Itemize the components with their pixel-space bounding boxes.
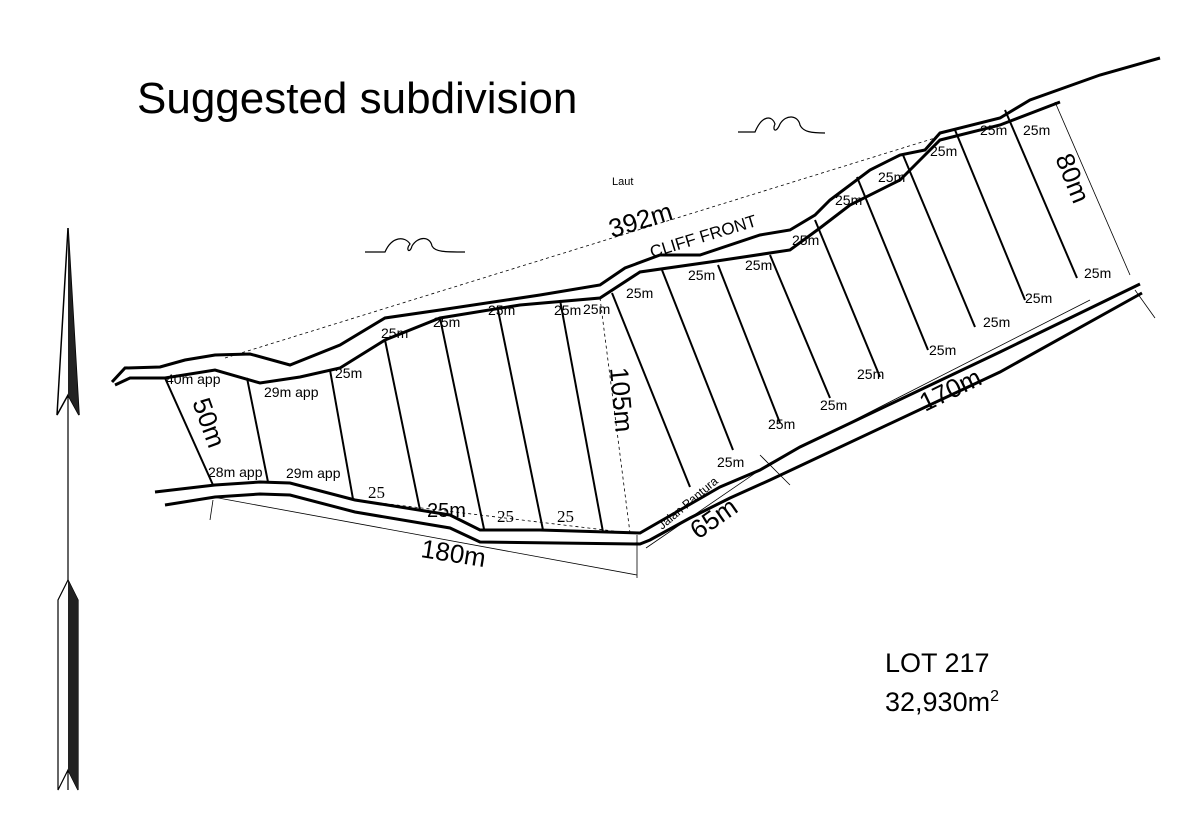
- lot-label: 25m: [745, 257, 772, 273]
- dimension-105m: 105m: [604, 366, 640, 433]
- lot-label: 25m: [835, 192, 862, 208]
- sea-waves-icon: [365, 116, 826, 253]
- bottom-lot-labels: 28m app 29m app 25 25m 25 25 25m 25m 25m…: [208, 265, 1111, 526]
- sea-label: Laut: [612, 176, 633, 188]
- lot-label: 25m: [980, 122, 1007, 138]
- lot-label: 25m: [583, 301, 610, 317]
- road-upper-line: [154, 282, 1141, 535]
- lot-label: 25m: [878, 169, 905, 185]
- lot-label: 25m: [929, 342, 956, 358]
- lot-label: 29m app: [286, 465, 341, 481]
- lot-number: LOT 217: [885, 648, 990, 678]
- lot-label: 28m app: [208, 464, 263, 480]
- lot-label: 25m: [335, 365, 362, 381]
- lot-label: 25m: [857, 366, 884, 382]
- dimension-170m: 170m: [914, 362, 986, 417]
- lot-label: 25m: [488, 302, 515, 318]
- lot-label: 25m: [768, 416, 795, 432]
- lot-area: 32,930m: [885, 687, 991, 717]
- lot-label: 25m: [717, 454, 744, 470]
- lot-label: 25m: [1025, 290, 1052, 306]
- lot-area-unit-exponent: 2: [990, 688, 999, 705]
- north-arrow-icon: [56, 227, 80, 791]
- lot-label: 40m app: [166, 371, 221, 387]
- frontage-dimension-line: [224, 137, 936, 359]
- lot-label: 25m: [427, 500, 466, 522]
- lot-label: 25: [368, 483, 385, 502]
- lot-label: 25: [557, 507, 574, 526]
- lot-label: 25m: [626, 285, 653, 301]
- lot-label: 25m: [1023, 122, 1050, 138]
- lot-label: 25m: [381, 325, 408, 341]
- frontage-dimension: 392m: [605, 196, 676, 244]
- road-lower-line: [164, 291, 1143, 546]
- lot-label: 25m: [554, 302, 581, 318]
- lot-label: 25m: [1084, 265, 1111, 281]
- lot-label: 29m app: [264, 384, 319, 400]
- dimension-80m: 80m: [1049, 149, 1096, 207]
- lot-area-line: 32,930m2: [885, 680, 999, 719]
- lot-label: 25m: [792, 232, 819, 248]
- lot-label: 25: [497, 507, 514, 526]
- page-title: Suggested subdivision: [137, 74, 578, 123]
- lot-info: LOT 217 32,930m2: [885, 646, 999, 719]
- top-lot-labels: 40m app 29m app 25m 25m 25m 25m 25m 25m …: [166, 122, 1050, 400]
- lot-label: 25m: [983, 314, 1010, 330]
- cliff-inner-line: [114, 100, 1061, 387]
- lot-label: 25m: [433, 314, 460, 330]
- lot-label: 25m: [820, 397, 847, 413]
- dimension-lines: [209, 289, 1156, 578]
- lot-label: 25m: [930, 143, 957, 159]
- lot-dividers: [164, 101, 1131, 534]
- cliff-outer-line: [110, 56, 1161, 384]
- lot-label: 25m: [688, 267, 715, 283]
